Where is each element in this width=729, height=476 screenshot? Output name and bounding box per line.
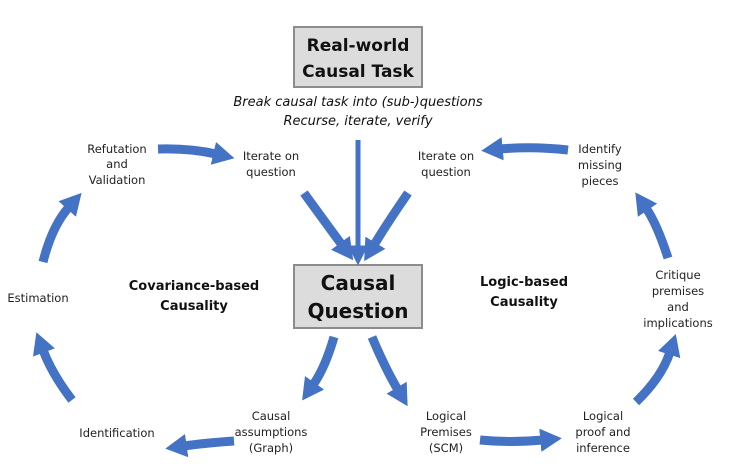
assumptions-line2: assumptions — [235, 425, 308, 439]
identify-to-iterate-arrow — [481, 137, 569, 161]
assumptions-line3: (Graph) — [249, 441, 293, 455]
left-iterate-line2: question — [246, 165, 296, 179]
identification-label: Identification — [79, 426, 154, 440]
top-box-line2: Causal Task — [302, 62, 414, 82]
assumptions-to-identification-arrow — [165, 434, 235, 458]
logic-title-line2: Causality — [490, 295, 558, 310]
refutation-line2: and — [106, 157, 128, 171]
question-to-assumptions-arrow — [302, 335, 339, 401]
right-iterate-line2: question — [421, 165, 471, 179]
right-iterate-line1: Iterate on — [418, 149, 474, 163]
left-iterate-line1: Iterate on — [243, 149, 299, 163]
premises-to-proof-arrow — [479, 428, 562, 452]
proof-line1: Logical — [583, 409, 623, 423]
identify-line1: Identify — [578, 142, 622, 156]
proof-line3: inference — [576, 441, 630, 455]
refutation-line1: Refutation — [87, 142, 146, 156]
top-box-line1: Real-world — [307, 36, 410, 56]
critique-line2: premises — [652, 284, 704, 298]
subtitle-line1: Break causal task into (sub-)questions — [233, 95, 483, 110]
critique-line4: implications — [643, 316, 712, 330]
proof-line2: proof and — [575, 425, 630, 439]
logic-title-line1: Logic-based — [480, 275, 568, 290]
real-world-task-box: Real-world Causal Task — [293, 26, 423, 88]
subtitle-line2: Recurse, iterate, verify — [283, 114, 432, 129]
causal-question-box: Causal Question — [293, 264, 423, 329]
proof-to-critique-arrow — [632, 334, 681, 406]
critique-line1: Critique — [655, 268, 700, 282]
premises-line3: (SCM) — [429, 441, 463, 455]
identify-line3: pieces — [582, 174, 619, 188]
premises-line1: Logical — [426, 409, 466, 423]
identify-line2: missing — [578, 158, 622, 172]
refutation-line3: Validation — [89, 173, 146, 187]
assumptions-line1: Causal — [252, 409, 291, 423]
critique-to-identify-arrow — [635, 192, 673, 260]
estimation-to-refutation-arrow — [38, 192, 82, 264]
center-box-line2: Question — [307, 299, 408, 323]
left-iterate-arrow — [300, 190, 354, 261]
covariance-title-line2: Causality — [160, 299, 228, 314]
identification-to-estimation-arrow — [32, 332, 76, 403]
estimation-label: Estimation — [7, 291, 68, 305]
critique-line3: and — [667, 300, 689, 314]
covariance-title-line1: Covariance-based — [129, 279, 259, 294]
right-iterate-arrow — [364, 190, 412, 262]
premises-line2: Premises — [420, 425, 472, 439]
refutation-to-iterate-arrow — [157, 141, 235, 165]
center-box-line1: Causal — [321, 271, 396, 295]
question-to-premises-arrow — [367, 335, 408, 407]
